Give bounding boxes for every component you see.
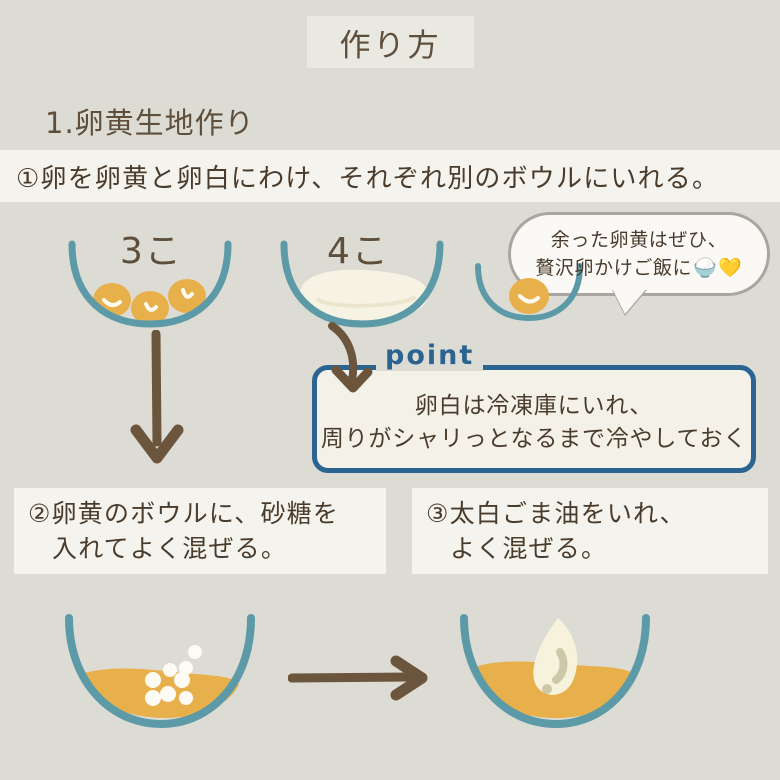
leftover-yolk-bowl-illustration [475, 263, 583, 322]
step-1-band: ①卵を卵黄と卵白にわけ、それぞれ別のボウルにいれる。 [0, 150, 780, 202]
step-2-band: ②卵黄のボウルに、砂糖を 入れてよく混ぜる。 [14, 488, 386, 574]
step-1-text: ①卵を卵黄と卵白にわけ、それぞれ別のボウルにいれる。 [16, 163, 720, 194]
arrow-curved-down-right-icon [328, 322, 373, 393]
section-heading: 1.卵黄生地作り [45, 106, 255, 140]
tip-speech-bubble: 余った卵黄はぜひ、 贅沢卵かけご飯に 🍚 💛 [508, 212, 770, 314]
speech-bubble-line-2-wrap: 贅沢卵かけご飯に 🍚 💛 [535, 254, 742, 283]
point-callout-content: 卵白は冷凍庫にいれ、 周りがシャリっとなるまで冷やしておく [312, 380, 756, 466]
step-3-line-1: ③太白ごま油をいれ、 [426, 498, 686, 528]
egg-white-bowl-illustration [280, 240, 444, 328]
egg-white-bowl-count: 4こ [327, 231, 390, 272]
rice-bowl-icon: 🍚 [693, 257, 718, 279]
page-title-band: 作り方 [307, 16, 474, 68]
step-2-line-1: ②卵黄のボウルに、砂糖を [28, 498, 340, 528]
page-title: 作り方 [339, 27, 442, 64]
arrow-right-icon [288, 655, 428, 701]
speech-bubble-tail [612, 288, 647, 314]
step-3-line-2: よく混ぜる。 [450, 534, 608, 563]
point-label: point [376, 340, 484, 371]
yolk-bowl-count: 3こ [120, 231, 183, 272]
point-callout-box [312, 365, 756, 473]
speech-bubble-line-1: 余った卵黄はぜひ、 [550, 228, 728, 251]
yolk-sugar-bowl-illustration [65, 614, 255, 729]
point-line-1: 卵白は冷凍庫にいれ、 [414, 392, 654, 419]
speech-bubble-content: 余った卵黄はぜひ、 贅沢卵かけご飯に 🍚 💛 [508, 212, 770, 296]
yellow-heart-icon: 💛 [718, 257, 743, 279]
yolk-bowl-illustration [68, 240, 232, 328]
step-2-line-2: 入れてよく混ぜる。 [52, 534, 288, 563]
arrow-down-icon [130, 330, 184, 464]
speech-bubble-line-2: 贅沢卵かけご飯に [535, 257, 693, 279]
yolk-oil-bowl-illustration [460, 614, 650, 729]
point-line-2: 周りがシャリっとなるまで冷やしておく [320, 426, 748, 452]
step-3-band: ③太白ごま油をいれ、 よく混ぜる。 [412, 488, 768, 574]
